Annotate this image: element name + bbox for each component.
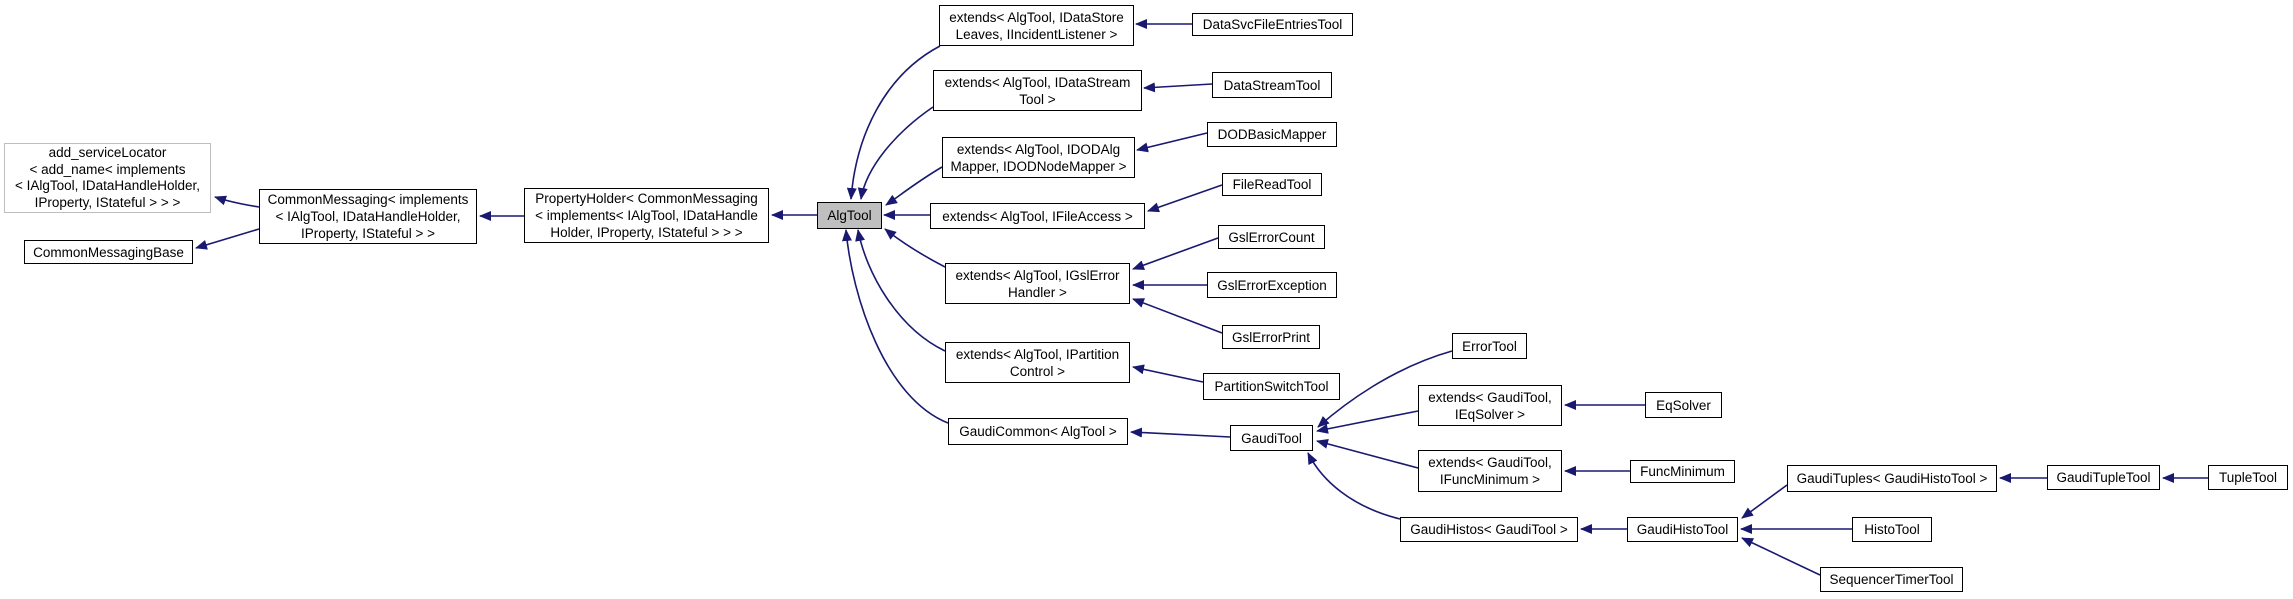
edge-dodbasicmapper-to-ext-dodalg: [1136, 132, 1208, 153]
node-extends-gauditool-ieqsolver[interactable]: extends< GaudiTool, IEqSolver >: [1418, 385, 1562, 426]
node-extends-algtool-igslerrorhandler[interactable]: extends< AlgTool, IGslError Handler >: [945, 263, 1130, 304]
node-eqsolver[interactable]: EqSolver: [1645, 392, 1722, 418]
node-propertyholder[interactable]: PropertyHolder< CommonMessaging < implem…: [524, 188, 769, 243]
edge-errortool-to-gauditool: [1317, 350, 1453, 428]
edge-ext-gslerror-to-algtool: [884, 228, 946, 268]
node-gaudicommon-algtool[interactable]: GaudiCommon< AlgTool >: [948, 418, 1128, 445]
node-gaudihistotool[interactable]: GaudiHistoTool: [1627, 517, 1738, 542]
edge-gaudihistos-to-gauditool: [1307, 452, 1401, 520]
node-gaudihistos-gauditool[interactable]: GaudiHistos< GaudiTool >: [1400, 517, 1578, 542]
edge-ext-datastore-to-algtool: [846, 45, 941, 200]
node-extends-algtool-idatastreamtool[interactable]: extends< AlgTool, IDataStream Tool >: [933, 70, 1142, 111]
node-extends-algtool-idatastoreleaves[interactable]: extends< AlgTool, IDataStore Leaves, IIn…: [939, 5, 1134, 46]
node-extends-algtool-idodalgmapper[interactable]: extends< AlgTool, IDODAlg Mapper, IDODNo…: [942, 137, 1135, 178]
edge-ext-dodalg-to-algtool: [885, 166, 943, 206]
node-add-servicelocator: add_serviceLocator < add_name< implement…: [4, 143, 211, 213]
edge-gaudituples-to-gaudihistotool: [1741, 484, 1788, 519]
edge-ext-partition-to-algtool: [855, 229, 946, 352]
edge-gslerrorcount-to-ext-gslerror: [1132, 237, 1219, 270]
edge-gaudicommon-to-algtool: [842, 229, 949, 424]
edge-datastreamtool-to-ext-datastream: [1143, 82, 1213, 93]
node-gslerrorcount[interactable]: GslErrorCount: [1218, 225, 1325, 249]
node-gslerrorprint[interactable]: GslErrorPrint: [1222, 325, 1320, 349]
node-funcminimum[interactable]: FuncMinimum: [1630, 460, 1735, 483]
edge-ext-datastream-to-algtool: [857, 106, 934, 200]
node-algtool[interactable]: AlgTool: [817, 202, 882, 229]
node-gslerrorexception[interactable]: GslErrorException: [1207, 272, 1337, 298]
node-extends-algtool-ifileaccess[interactable]: extends< AlgTool, IFileAccess >: [930, 203, 1145, 229]
node-errortool[interactable]: ErrorTool: [1452, 333, 1527, 359]
node-datasvcfileentriestool[interactable]: DataSvcFileEntriesTool: [1192, 13, 1353, 36]
edge-sequencertimertool-to-gaudihistotool: [1741, 537, 1821, 576]
node-datastreamtool[interactable]: DataStreamTool: [1212, 72, 1332, 98]
node-tupletool[interactable]: TupleTool: [2208, 465, 2288, 490]
node-commonmessaging[interactable]: CommonMessaging< implements < IAlgTool, …: [259, 189, 477, 244]
node-sequencertimertool[interactable]: SequencerTimerTool: [1820, 567, 1963, 592]
node-dodbasicmapper[interactable]: DODBasicMapper: [1207, 122, 1337, 147]
node-commonmessagingbase[interactable]: CommonMessagingBase: [24, 240, 193, 264]
node-gauditool[interactable]: GaudiTool: [1230, 425, 1313, 451]
edge-commonmessaging-to-add-servicelocator: [214, 195, 260, 208]
edge-ext-funcminimum-to-gauditool: [1316, 439, 1419, 469]
node-extends-algtool-ipartitioncontrol[interactable]: extends< AlgTool, IPartition Control >: [945, 342, 1130, 383]
node-extends-gauditool-ifuncminimum[interactable]: extends< GaudiTool, IFuncMinimum >: [1418, 450, 1562, 492]
node-partitionswitchtool[interactable]: PartitionSwitchTool: [1203, 373, 1340, 400]
edge-filereadtool-to-ext-fileaccess: [1147, 184, 1223, 213]
node-filereadtool[interactable]: FileReadTool: [1222, 173, 1322, 196]
edge-gslerrorprint-to-ext-gslerror: [1132, 298, 1223, 334]
edge-ext-eqsolver-to-gauditool: [1316, 410, 1419, 434]
node-gaudituples-gaudihistotool[interactable]: GaudiTuples< GaudiHistoTool >: [1787, 465, 1997, 492]
node-histotool[interactable]: HistoTool: [1852, 517, 1932, 542]
edge-commonmessaging-to-commonmessagingbase: [195, 228, 260, 250]
edge-gauditool-to-gaudicommon: [1130, 427, 1231, 438]
edge-partitionswitchtool-to-ext-partition: [1132, 364, 1204, 383]
node-gaudituplettool[interactable]: GaudiTupleTool: [2047, 465, 2160, 490]
